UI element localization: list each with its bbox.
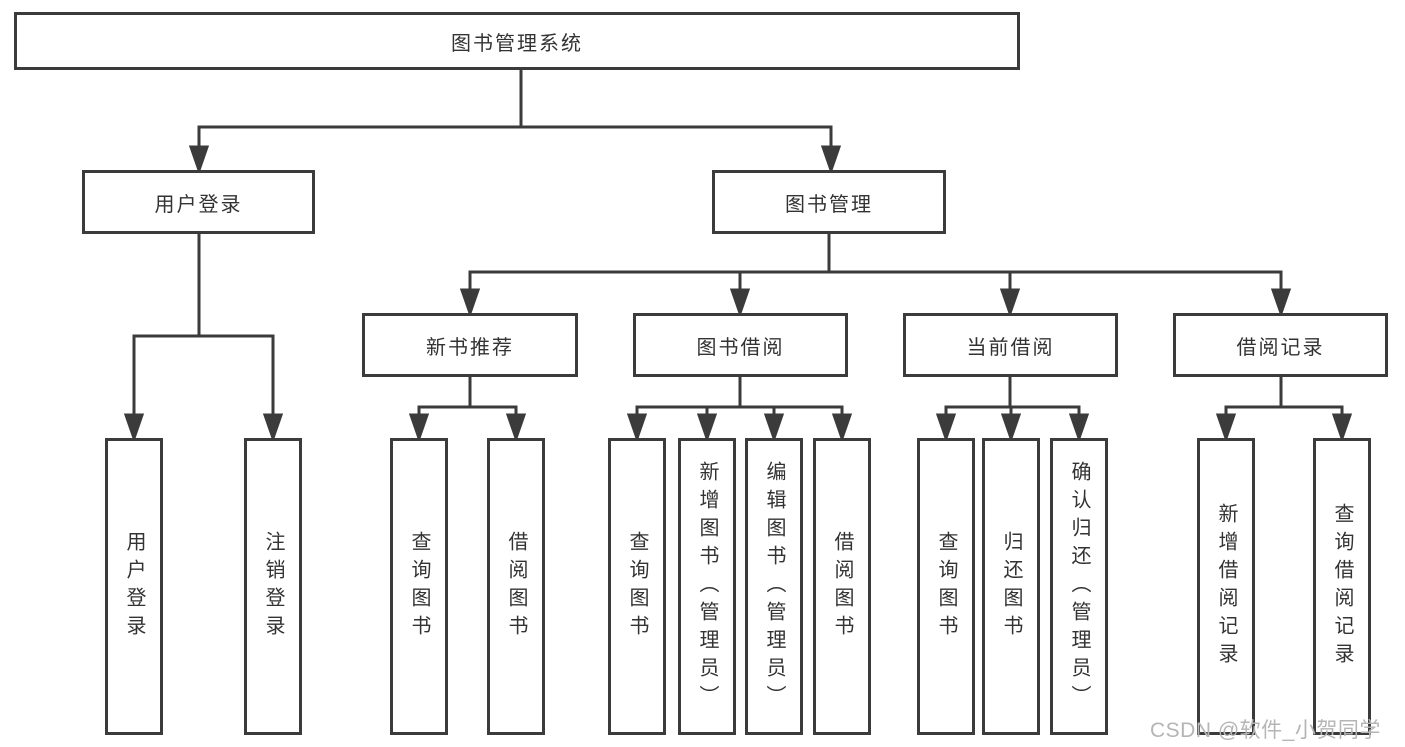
node-label: 查询图书 (935, 530, 957, 643)
node-leaf-add-borrow-record: 新增借阅记录 (1197, 438, 1255, 735)
node-label: 当前借阅 (966, 336, 1055, 359)
node-label: 查询图书 (626, 530, 648, 643)
node-label: 注销登录 (262, 530, 284, 643)
node-label: 用户登录 (154, 193, 243, 216)
node-book-borrowing: 图书借阅 (633, 313, 848, 377)
node-leaf-borrow-books-2: 借阅图书 (813, 438, 871, 735)
node-label: 查询借阅记录 (1331, 502, 1353, 671)
node-label: 图书借阅 (696, 336, 785, 359)
node-leaf-borrow-books-1: 借阅图书 (487, 438, 545, 735)
node-label: 新增图书（管理员） (696, 460, 718, 713)
node-leaf-query-books-2: 查询图书 (608, 438, 666, 735)
node-new-book-recommendation: 新书推荐 (362, 313, 578, 377)
node-leaf-query-books-1: 查询图书 (390, 438, 448, 735)
node-leaf-query-books-3: 查询图书 (917, 438, 975, 735)
node-leaf-add-books-admin: 新增图书（管理员） (678, 438, 736, 735)
node-label: 确认归还（管理员） (1068, 460, 1090, 713)
node-label: 图书管理 (785, 193, 873, 216)
node-book-management: 图书管理 (712, 170, 946, 234)
node-label: 新增借阅记录 (1215, 502, 1237, 671)
node-label: 借阅记录 (1236, 336, 1325, 359)
node-label: 图书管理系统 (451, 32, 583, 55)
node-leaf-user-login: 用户登录 (105, 438, 163, 735)
node-current-borrowing: 当前借阅 (903, 313, 1118, 377)
node-leaf-confirm-return-admin: 确认归还（管理员） (1050, 438, 1108, 735)
node-user-login-branch: 用户登录 (82, 170, 315, 234)
node-label: 查询图书 (408, 530, 430, 643)
node-label: 编辑图书（管理员） (763, 460, 785, 713)
node-label: 归还图书 (1000, 530, 1022, 643)
csdn-watermark: CSDN @软件_小贺同学 (1150, 719, 1381, 742)
node-root-system: 图书管理系统 (14, 12, 1020, 70)
node-leaf-query-borrow-record: 查询借阅记录 (1313, 438, 1371, 735)
node-label: 借阅图书 (831, 530, 853, 643)
node-label: 用户登录 (123, 530, 145, 643)
node-leaf-edit-books-admin: 编辑图书（管理员） (745, 438, 803, 735)
node-label: 借阅图书 (505, 530, 527, 643)
node-borrowing-records: 借阅记录 (1173, 313, 1388, 377)
node-label: 新书推荐 (426, 336, 514, 359)
node-leaf-return-books: 归还图书 (982, 438, 1040, 735)
node-leaf-logout: 注销登录 (244, 438, 302, 735)
